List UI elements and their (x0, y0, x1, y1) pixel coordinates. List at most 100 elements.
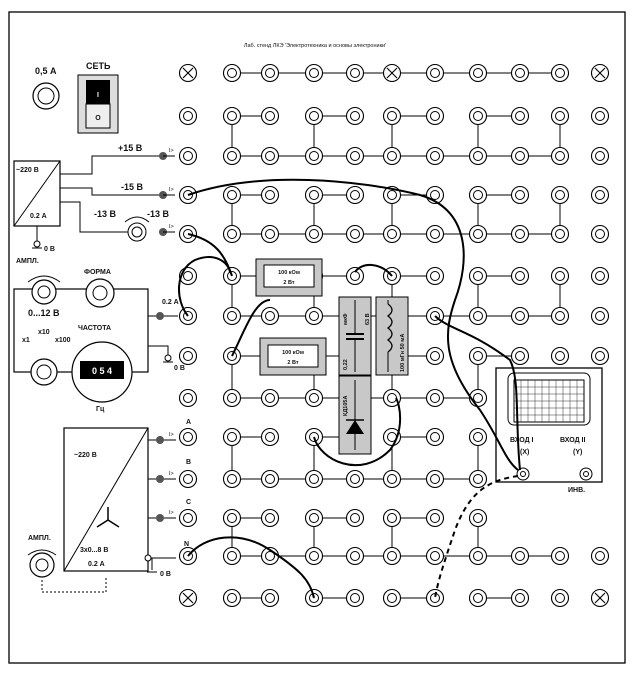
socket[interactable] (345, 266, 365, 286)
socket[interactable] (382, 185, 402, 205)
socket[interactable] (222, 106, 242, 126)
socket[interactable] (590, 106, 610, 126)
socket[interactable] (304, 546, 324, 566)
socket[interactable] (550, 106, 570, 126)
socket[interactable] (468, 588, 488, 608)
socket[interactable] (590, 146, 610, 166)
socket[interactable] (425, 346, 445, 366)
socket[interactable] (222, 546, 242, 566)
socket[interactable] (304, 224, 324, 244)
ground-socket[interactable] (178, 588, 198, 608)
socket[interactable] (304, 146, 324, 166)
socket[interactable] (425, 146, 445, 166)
socket[interactable] (304, 508, 324, 528)
socket[interactable] (345, 469, 365, 489)
socket[interactable] (550, 146, 570, 166)
socket[interactable] (304, 388, 324, 408)
socket[interactable] (510, 224, 530, 244)
socket[interactable] (304, 185, 324, 205)
socket[interactable] (510, 146, 530, 166)
socket[interactable] (468, 266, 488, 286)
socket[interactable] (178, 427, 198, 447)
socket[interactable] (222, 224, 242, 244)
socket[interactable] (550, 588, 570, 608)
socket[interactable] (345, 146, 365, 166)
socket[interactable] (260, 388, 280, 408)
socket[interactable] (382, 388, 402, 408)
socket[interactable] (550, 546, 570, 566)
socket[interactable] (510, 588, 530, 608)
socket[interactable] (382, 146, 402, 166)
socket[interactable] (468, 146, 488, 166)
socket[interactable] (382, 508, 402, 528)
socket[interactable] (425, 427, 445, 447)
socket[interactable] (590, 346, 610, 366)
socket[interactable] (468, 185, 488, 205)
socket[interactable] (178, 146, 198, 166)
socket[interactable] (304, 63, 324, 83)
socket[interactable] (260, 224, 280, 244)
socket[interactable] (304, 306, 324, 326)
socket[interactable] (550, 224, 570, 244)
socket[interactable] (590, 224, 610, 244)
socket[interactable] (425, 266, 445, 286)
socket[interactable] (260, 469, 280, 489)
socket[interactable] (468, 427, 488, 447)
socket[interactable] (590, 306, 610, 326)
socket[interactable] (178, 346, 198, 366)
socket[interactable] (345, 588, 365, 608)
socket[interactable] (260, 106, 280, 126)
socket[interactable] (382, 588, 402, 608)
socket[interactable] (222, 427, 242, 447)
socket[interactable] (425, 63, 445, 83)
socket[interactable] (345, 63, 365, 83)
socket[interactable] (178, 106, 198, 126)
socket[interactable] (468, 106, 488, 126)
socket[interactable] (550, 346, 570, 366)
socket[interactable] (425, 508, 445, 528)
socket[interactable] (468, 224, 488, 244)
socket[interactable] (590, 546, 610, 566)
socket[interactable] (222, 185, 242, 205)
socket[interactable] (510, 63, 530, 83)
socket[interactable] (260, 146, 280, 166)
ground-socket[interactable] (382, 63, 402, 83)
socket[interactable] (382, 224, 402, 244)
socket[interactable] (510, 346, 530, 366)
socket[interactable] (304, 106, 324, 126)
socket[interactable] (222, 508, 242, 528)
socket[interactable] (510, 266, 530, 286)
socket[interactable] (222, 469, 242, 489)
socket[interactable] (590, 266, 610, 286)
socket[interactable] (425, 224, 445, 244)
socket[interactable] (260, 508, 280, 528)
power-switch[interactable]: СЕТЬ I O (77, 61, 119, 134)
socket[interactable] (260, 588, 280, 608)
socket[interactable] (510, 306, 530, 326)
socket[interactable] (382, 106, 402, 126)
socket[interactable] (304, 469, 324, 489)
socket[interactable] (222, 588, 242, 608)
socket[interactable] (550, 306, 570, 326)
socket[interactable] (260, 63, 280, 83)
ground-socket[interactable] (178, 63, 198, 83)
socket[interactable] (260, 427, 280, 447)
socket[interactable] (260, 185, 280, 205)
socket[interactable] (222, 63, 242, 83)
socket[interactable] (590, 185, 610, 205)
socket[interactable] (178, 469, 198, 489)
socket[interactable] (425, 106, 445, 126)
socket[interactable] (425, 469, 445, 489)
socket[interactable] (510, 546, 530, 566)
socket[interactable] (345, 508, 365, 528)
socket[interactable] (425, 546, 445, 566)
socket[interactable] (178, 508, 198, 528)
socket[interactable] (222, 146, 242, 166)
socket[interactable] (345, 106, 365, 126)
socket[interactable] (468, 546, 488, 566)
socket[interactable] (382, 546, 402, 566)
socket[interactable] (345, 224, 365, 244)
socket[interactable] (345, 185, 365, 205)
socket[interactable] (468, 63, 488, 83)
socket[interactable] (425, 588, 445, 608)
